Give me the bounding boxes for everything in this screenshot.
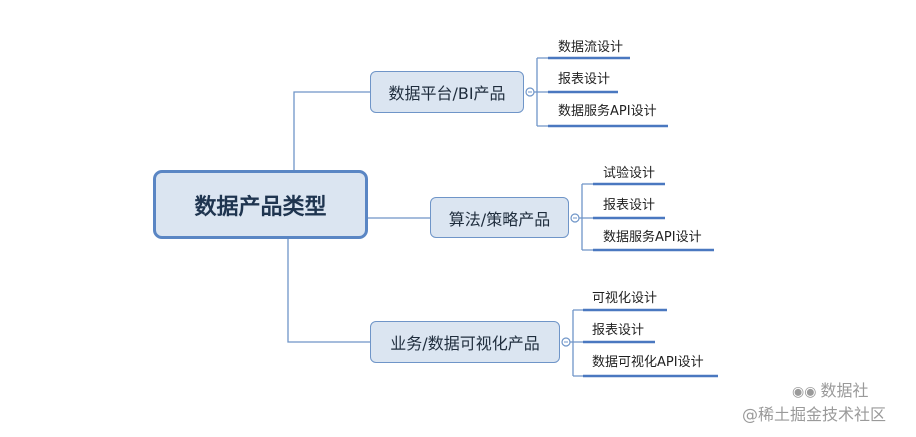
connector-root-b3 <box>287 239 370 343</box>
branch-node-visualization[interactable]: 业务/数据可视化产品 <box>370 321 560 363</box>
leaf-node[interactable]: 数据可视化API设计 <box>592 355 704 370</box>
leaf-node[interactable]: 数据流设计 <box>558 40 624 55</box>
branch-node-bi[interactable]: 数据平台/BI产品 <box>370 71 524 113</box>
connector-root-b1 <box>293 91 370 170</box>
watermark-source: @稀土掘金技术社区 <box>742 405 887 424</box>
leaf-node[interactable]: 报表设计 <box>592 323 645 338</box>
leaf-node[interactable]: 数据服务API设计 <box>603 230 702 245</box>
root-node[interactable]: 数据产品类型 <box>153 170 368 239</box>
branch-node-algorithm[interactable]: 算法/策略产品 <box>430 197 569 238</box>
watermark-wechat: ◉◉数据社 <box>792 377 868 401</box>
leaf-node[interactable]: 报表设计 <box>558 72 611 87</box>
watermark-wechat-label: 数据社 <box>820 381 869 400</box>
leaf-node[interactable]: 报表设计 <box>603 198 656 213</box>
wechat-icon: ◉◉ <box>792 384 817 400</box>
leaf-node[interactable]: 数据服务API设计 <box>558 104 657 119</box>
leaf-node[interactable]: 可视化设计 <box>592 291 658 306</box>
leaf-node[interactable]: 试验设计 <box>603 166 656 181</box>
